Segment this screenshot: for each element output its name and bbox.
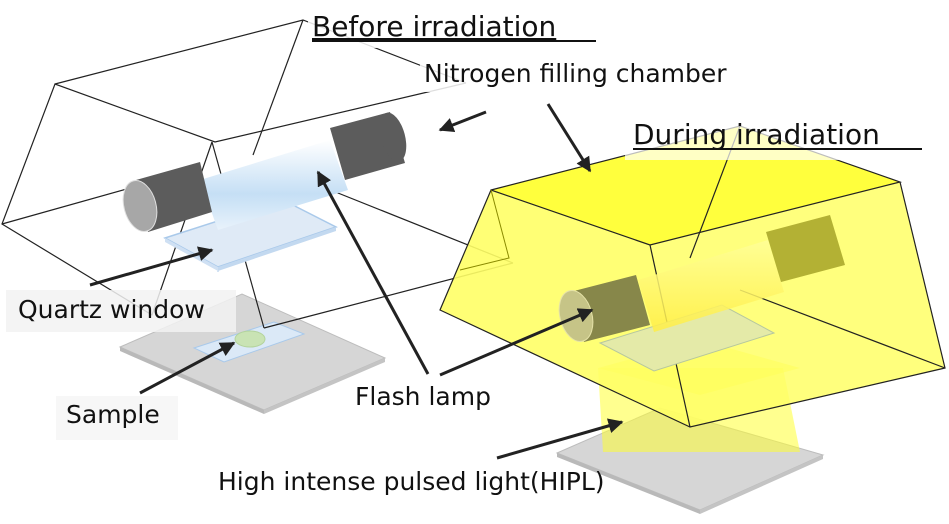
pointer-arrows [89,103,624,460]
arrow-sample [139,341,236,395]
title-during: During irradiation [633,118,880,151]
label-quartz-window: Quartz window [18,295,205,324]
arrow-flash-lamp-during [439,308,594,377]
arrow-flash-lamp-before [316,170,430,375]
arrow-hipl [496,418,624,460]
arrow-nitrogen-before [438,110,487,133]
arrow-nitrogen-during [546,103,592,173]
title-before: Before irradiation [312,10,556,43]
sample-before [234,330,266,348]
label-sample: Sample [66,400,160,429]
label-nitrogen-chamber: Nitrogen filling chamber [424,59,727,88]
during-setup [439,125,946,514]
lamp-end-right-during [766,215,845,282]
arrow-quartz [89,246,214,287]
label-hipl: High intense pulsed light(HIPL) [218,467,605,496]
flash-lamp-before [122,112,407,232]
label-flash-lamp: Flash lamp [355,382,491,411]
before-setup [1,19,514,414]
